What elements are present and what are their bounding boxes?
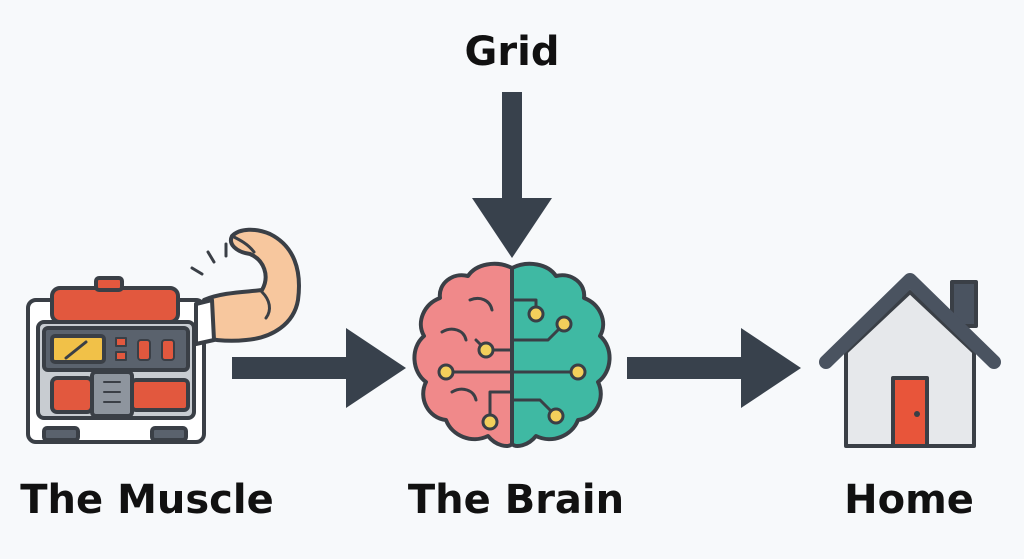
arrow-brain-to-home <box>627 328 801 408</box>
node-label-grid: Grid <box>464 29 560 75</box>
circuit-brain-icon <box>412 261 612 448</box>
arrow-muscle-to-brain <box>232 328 406 408</box>
arrow-grid-to-brain <box>472 92 552 258</box>
node-label-home: Home <box>844 477 974 523</box>
node-label-muscle: The Muscle <box>20 477 274 523</box>
house-icon <box>819 273 1001 448</box>
node-label-brain: The Brain <box>407 477 625 523</box>
generator-with-flexed-arm-icon <box>26 227 301 444</box>
